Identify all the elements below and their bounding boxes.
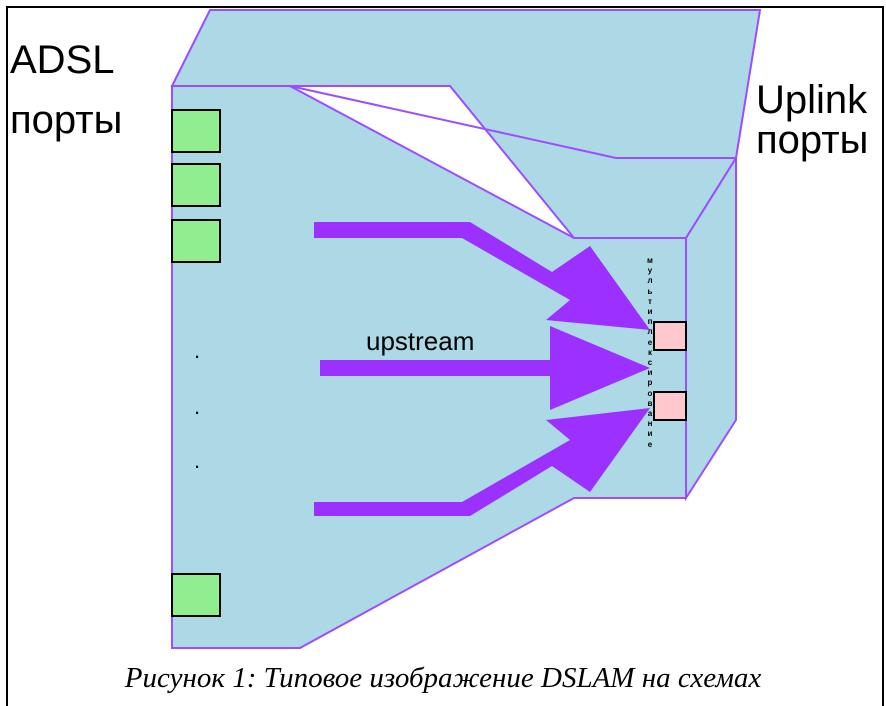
uplink-label: Uplink bbox=[756, 78, 868, 122]
upstream-arrow-middle bbox=[320, 326, 650, 410]
adsl-label: ADSL bbox=[10, 38, 115, 82]
adsl-port bbox=[171, 163, 221, 207]
adsl-port bbox=[171, 573, 221, 617]
uplink-port bbox=[653, 391, 687, 421]
figure-frame bbox=[6, 6, 884, 706]
adsl-port bbox=[171, 109, 221, 153]
ellipsis-dot: . bbox=[194, 338, 201, 363]
ellipsis-dot: . bbox=[194, 448, 201, 473]
adsl-port bbox=[171, 219, 221, 263]
adsl-ports-label: порты bbox=[10, 98, 123, 142]
upstream-label: upstream bbox=[366, 326, 475, 356]
upstream-arrows bbox=[314, 222, 650, 516]
upstream-arrow-top bbox=[314, 222, 650, 330]
figure-caption: Рисунок 1: Типовое изображение DSLAM на … bbox=[124, 662, 762, 694]
ellipsis-dot: . bbox=[194, 394, 201, 419]
uplink-ports-label: порты bbox=[756, 118, 869, 162]
upstream-arrow-bottom bbox=[314, 408, 650, 516]
uplink-port bbox=[653, 321, 687, 351]
multiplexing-label: мультиплексирование bbox=[647, 256, 653, 449]
